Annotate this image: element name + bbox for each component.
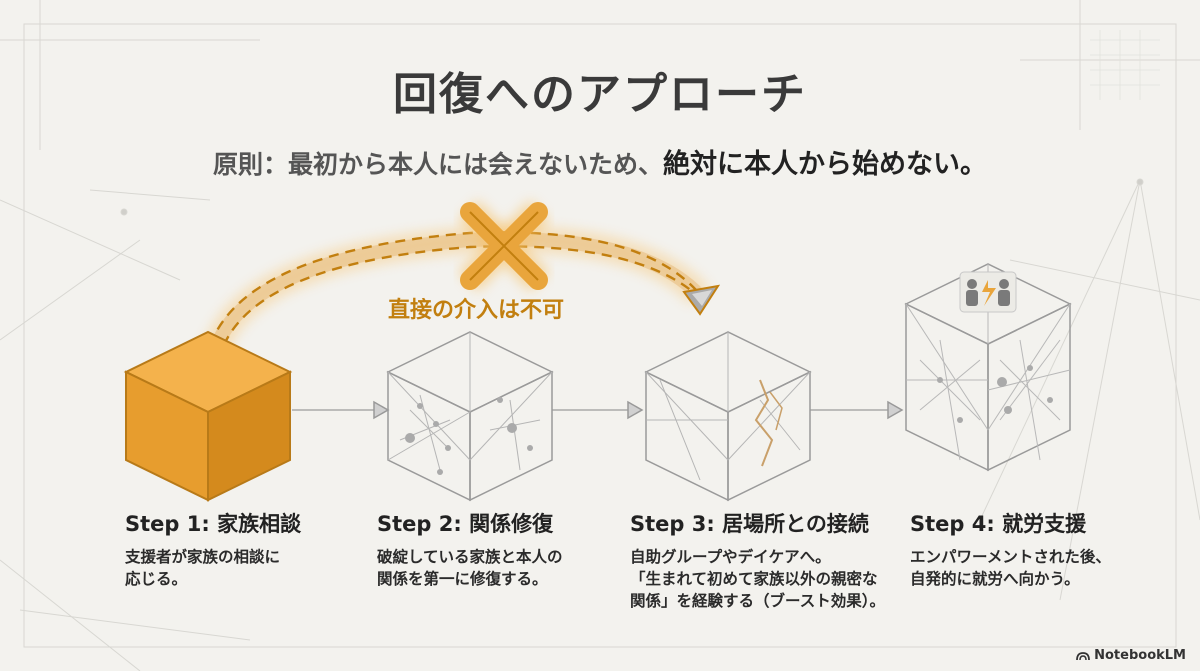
- step-description: エンパワーメントされた後、 自発的に就労へ向かう。: [910, 546, 1200, 590]
- step1-cube: [123, 330, 293, 502]
- principle-emphasis: 絶対に本人から始めない。: [663, 149, 987, 180]
- step-desc-line: 破綻している家族と本人の: [377, 548, 563, 566]
- step-desc-line: 応じる。: [125, 570, 188, 588]
- step-1: Step 1: 家族相談 支援者が家族の相談に 応じる。: [125, 508, 415, 590]
- step-title: Step 4: 就労支援: [910, 512, 1087, 536]
- step2-cube: [386, 331, 554, 502]
- step4-cube: [904, 263, 1072, 472]
- blocked-label: 直接の介入は不可: [388, 298, 565, 323]
- step-3: Step 3: 居場所との接続 自助グループやデイケアへ。 「生まれて初めて家族…: [630, 508, 920, 612]
- principle-statement: 原則：最初から本人には会えないため、絶対に本人から始めない。: [0, 142, 1200, 181]
- step-description: 自助グループやデイケアへ。 「生まれて初めて家族以外の親密な 関係」を経験する（…: [630, 546, 920, 612]
- step-title: Step 2: 関係修復: [377, 512, 554, 536]
- arrowhead-icon: [682, 284, 721, 316]
- conflict-people-icon: [959, 271, 1017, 313]
- step-desc-line: 自助グループやデイケアへ。: [630, 548, 831, 566]
- step3-cube: [644, 331, 812, 502]
- step-description: 破綻している家族と本人の 関係を第一に修復する。: [377, 546, 667, 590]
- step-desc-line: 関係」を経験する（ブースト効果）。: [630, 592, 885, 610]
- step-2: Step 2: 関係修復 破綻している家族と本人の 関係を第一に修復する。: [377, 508, 667, 590]
- step-desc-line: エンパワーメントされた後、: [910, 548, 1111, 566]
- step-title: Step 3: 居場所との接続: [630, 512, 869, 536]
- brand-name: NotebookLM: [1094, 648, 1186, 663]
- page-title: 回復へのアプローチ: [393, 69, 807, 120]
- step-desc-line: 支援者が家族の相談に: [125, 548, 281, 566]
- step-description: 支援者が家族の相談に 応じる。: [125, 546, 415, 590]
- step-desc-line: 「生まれて初めて家族以外の親密な: [630, 570, 878, 588]
- step-desc-line: 関係を第一に修復する。: [377, 570, 548, 588]
- notebooklm-logo-icon: [1076, 651, 1091, 660]
- step-desc-line: 自発的に就労へ向かう。: [910, 570, 1080, 588]
- blocked-arc: [197, 226, 710, 385]
- step-4: Step 4: 就労支援 エンパワーメントされた後、 自発的に就労へ向かう。: [910, 508, 1200, 590]
- x-mark-icon: [458, 200, 550, 292]
- step-title: Step 1: 家族相談: [125, 512, 302, 536]
- principle-prefix: 原則：最初から本人には会えないため、: [212, 150, 663, 179]
- footer-brand: NotebookLM: [1076, 648, 1186, 663]
- connector-arrows: [292, 400, 904, 420]
